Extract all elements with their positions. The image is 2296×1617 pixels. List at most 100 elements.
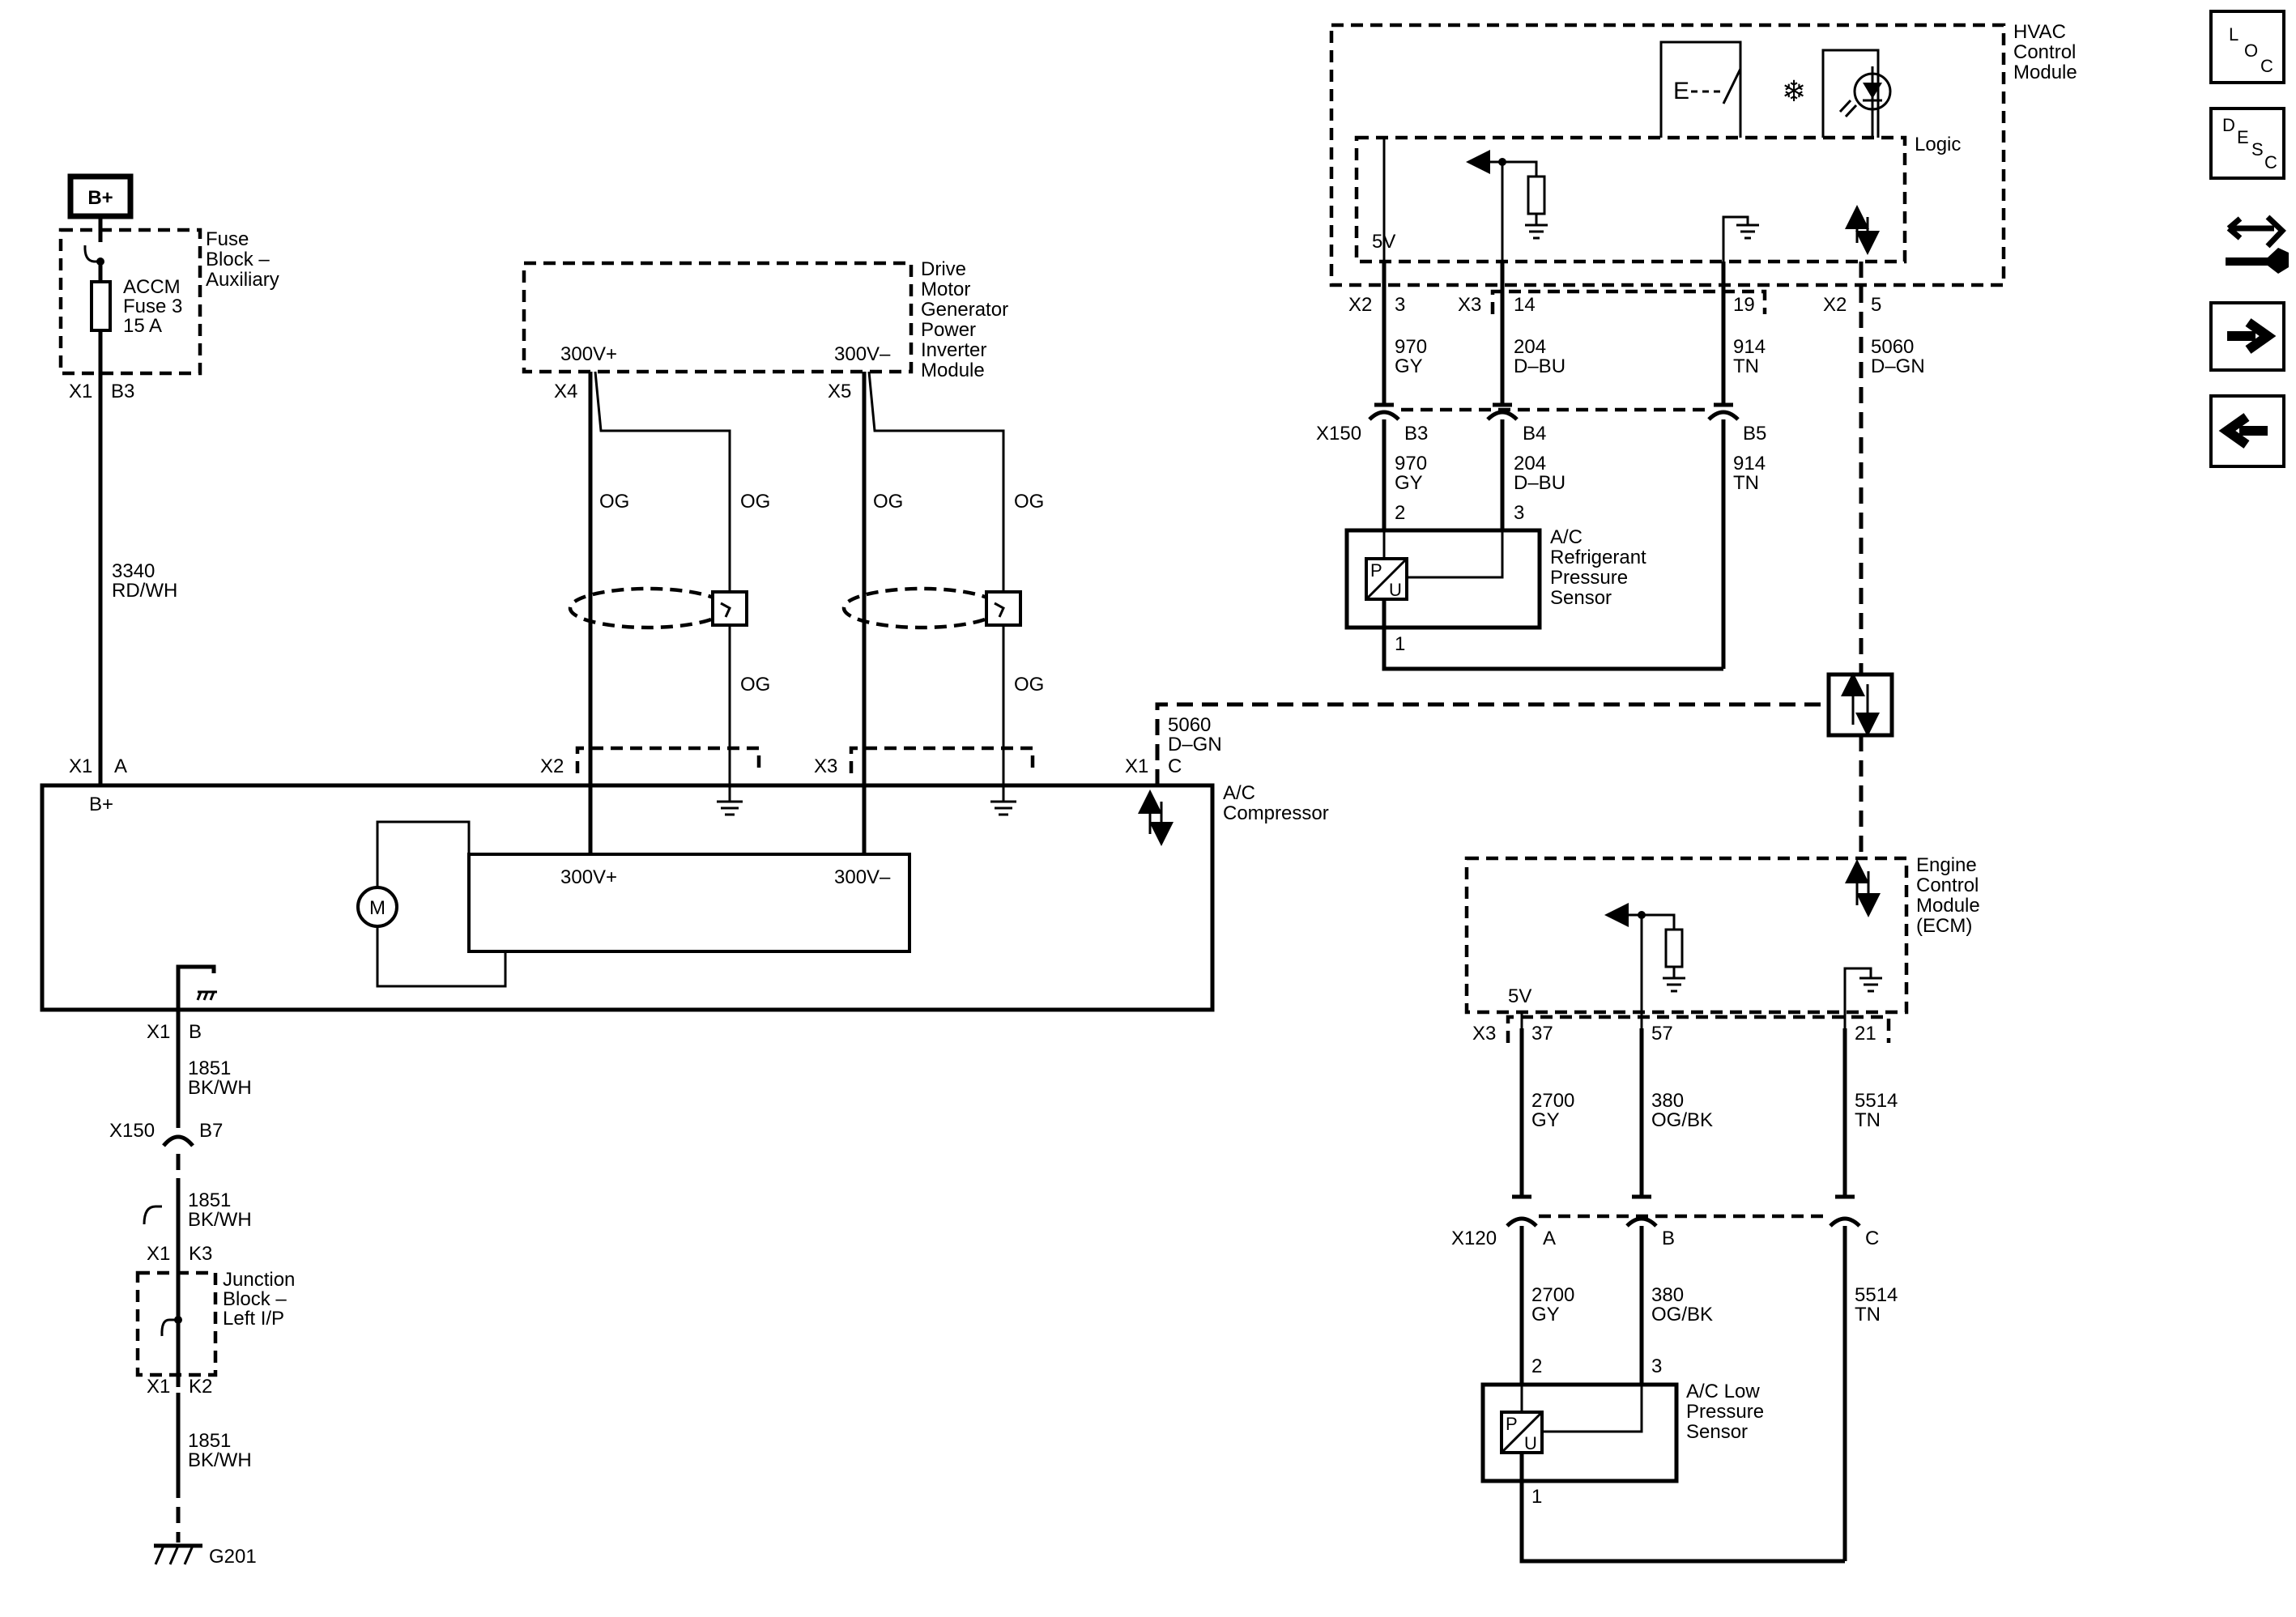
svg-text:300V+: 300V+	[560, 866, 617, 888]
svg-text:B3: B3	[1404, 423, 1428, 445]
case-ground-icon	[196, 990, 217, 1001]
svg-text:Control: Control	[2013, 41, 2076, 63]
engine-control-module: Engine Control Module (ECM) 5V X3 37 57 …	[1451, 854, 1980, 1561]
svg-text:Block –: Block –	[223, 1288, 287, 1310]
svg-text:B: B	[1662, 1228, 1675, 1249]
connector-x150-b7-icon	[162, 1134, 194, 1147]
svg-text:X1: X1	[147, 1021, 170, 1043]
svg-text:M: M	[369, 897, 386, 919]
previous-page-button[interactable]	[2209, 394, 2285, 468]
svg-text:1: 1	[1531, 1486, 1542, 1508]
svg-text:2700: 2700	[1531, 1284, 1574, 1306]
svg-text:C: C	[1168, 755, 1182, 777]
motor-icon	[356, 886, 398, 928]
svg-text:Generator: Generator	[921, 299, 1008, 321]
data-link-icon	[1826, 672, 1894, 738]
description-button[interactable]: D E S C	[2209, 107, 2285, 180]
svg-text:E: E	[2237, 127, 2249, 147]
svg-text:X2: X2	[1823, 294, 1847, 316]
bplus-power-source: B+	[67, 173, 134, 219]
fuse-icon	[90, 280, 112, 332]
svg-text:S: S	[2251, 139, 2264, 160]
svg-text:5: 5	[1871, 294, 1881, 316]
connector-wrench-button[interactable]	[2226, 215, 2289, 274]
fuse-block-auxiliary: Fuse Block – Auxiliary ACCM Fuse 3 15 A …	[58, 216, 279, 402]
svg-text:B4: B4	[1523, 423, 1546, 445]
svg-text:X150: X150	[1316, 423, 1361, 445]
svg-text:1: 1	[1395, 633, 1405, 655]
svg-text:GY: GY	[1531, 1109, 1560, 1131]
svg-text:Compressor: Compressor	[1223, 802, 1329, 824]
svg-text:B7: B7	[199, 1120, 223, 1142]
svg-text:970: 970	[1395, 453, 1427, 474]
location-button[interactable]: L O C	[2209, 10, 2285, 84]
svg-text:5514: 5514	[1855, 1090, 1898, 1112]
led-indicator-icon	[1821, 49, 1892, 138]
svg-text:Drive: Drive	[921, 258, 966, 280]
svg-text:C: C	[1865, 1228, 1879, 1249]
svg-text:5V: 5V	[1372, 231, 1395, 253]
svg-text:HVAC: HVAC	[2013, 21, 2066, 43]
svg-text:Left I/P: Left I/P	[223, 1308, 284, 1330]
svg-text:X150: X150	[109, 1120, 155, 1142]
svg-text:Module: Module	[921, 360, 985, 381]
svg-text:X1: X1	[69, 755, 92, 777]
svg-text:U: U	[1524, 1433, 1537, 1453]
svg-text:204: 204	[1514, 336, 1546, 358]
svg-text:X3: X3	[1458, 294, 1481, 316]
svg-text:B+: B+	[87, 187, 113, 209]
svg-text:970: 970	[1395, 336, 1427, 358]
svg-text:X1: X1	[1125, 755, 1148, 777]
svg-text:U: U	[1389, 580, 1402, 600]
svg-text:TN: TN	[1733, 355, 1759, 377]
svg-text:D–BU: D–BU	[1514, 472, 1565, 494]
svg-text:37: 37	[1531, 1023, 1553, 1045]
svg-text:RD/WH: RD/WH	[112, 580, 177, 602]
svg-text:Refrigerant: Refrigerant	[1550, 547, 1646, 568]
high-voltage-cables: OG OG OG OG OG OG	[568, 371, 1044, 854]
svg-text:X3: X3	[814, 755, 837, 777]
svg-text:204: 204	[1514, 453, 1546, 474]
ground-g201-icon	[154, 1543, 202, 1565]
ac-refrigerant-pressure-sensor: 2 3 P U 1 A/C Refrigerant Pressure Senso…	[1344, 502, 1723, 671]
svg-text:300V–: 300V–	[834, 343, 891, 365]
svg-text:OG: OG	[1014, 674, 1044, 696]
snowflake-icon: ❄	[1782, 74, 1806, 108]
svg-text:A: A	[114, 755, 127, 777]
next-page-button[interactable]	[2209, 301, 2285, 372]
svg-text:300V+: 300V+	[560, 343, 617, 365]
svg-text:Engine: Engine	[1916, 854, 1977, 876]
svg-text:A/C: A/C	[1550, 526, 1582, 548]
svg-text:1851: 1851	[188, 1189, 231, 1211]
svg-text:C: C	[2264, 152, 2277, 172]
svg-text:K2: K2	[189, 1376, 212, 1398]
connector-icon	[2226, 215, 2286, 249]
svg-text:D: D	[2222, 115, 2235, 135]
svg-text:GY: GY	[1395, 355, 1423, 377]
svg-text:C: C	[2260, 56, 2273, 76]
svg-text:Pressure: Pressure	[1550, 567, 1628, 589]
svg-text:X120: X120	[1451, 1228, 1497, 1249]
svg-text:X2: X2	[1348, 294, 1372, 316]
svg-text:A: A	[1543, 1228, 1556, 1249]
svg-text:OG: OG	[599, 491, 629, 513]
svg-text:1851: 1851	[188, 1057, 231, 1079]
svg-text:Motor: Motor	[921, 279, 970, 300]
svg-text:D–GN: D–GN	[1168, 734, 1222, 755]
svg-text:OG: OG	[740, 491, 770, 513]
svg-text:OG/BK: OG/BK	[1651, 1109, 1713, 1131]
svg-text:OG: OG	[1014, 491, 1044, 513]
svg-text:1851: 1851	[188, 1430, 231, 1452]
svg-text:19: 19	[1733, 294, 1755, 316]
svg-text:Module: Module	[1916, 895, 1980, 917]
svg-text:X1: X1	[147, 1243, 170, 1265]
svg-text:Fuse: Fuse	[206, 228, 249, 250]
svg-text:5060: 5060	[1871, 336, 1914, 358]
svg-text:21: 21	[1855, 1023, 1876, 1045]
svg-text:OG/BK: OG/BK	[1651, 1304, 1713, 1326]
svg-text:B3: B3	[111, 381, 134, 402]
wire-3340-rd-wh: 3340 RD/WH	[98, 389, 177, 785]
svg-text:Inverter: Inverter	[921, 339, 986, 361]
svg-text:Pressure: Pressure	[1686, 1401, 1764, 1423]
